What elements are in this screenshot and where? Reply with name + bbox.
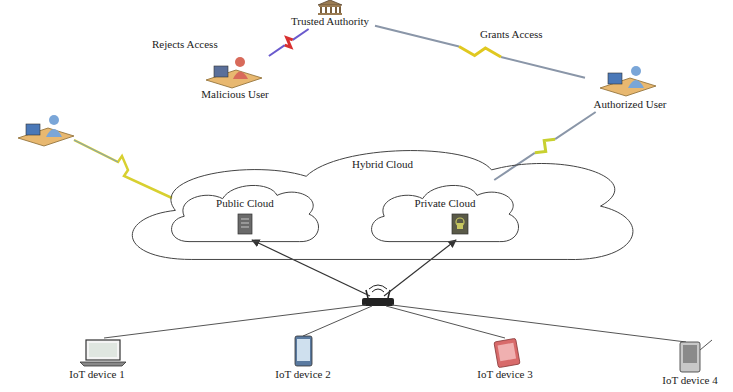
cloud-node: Public Cloud xyxy=(165,180,325,246)
node-label: Private Cloud xyxy=(415,197,476,210)
node-label: IoT device 3 xyxy=(477,368,532,381)
device-wire xyxy=(104,305,686,342)
cloud-node: Private Cloud xyxy=(365,180,525,246)
lightning-connector xyxy=(494,112,595,180)
user-node: Authorized User xyxy=(585,66,675,112)
locked-document-icon xyxy=(452,214,468,234)
cloud-outline xyxy=(165,180,325,246)
device-node: IoT device 1 xyxy=(62,334,132,384)
device-node: IoT device 2 xyxy=(268,334,338,384)
tablet-icon xyxy=(295,336,312,366)
document-icon xyxy=(238,214,252,234)
authorized-user-icon xyxy=(600,66,656,96)
user-icon xyxy=(18,115,74,146)
edge-label: Grants Access xyxy=(478,28,545,41)
laptop-icon xyxy=(80,340,126,366)
authority-node: Trusted Authority xyxy=(285,0,375,29)
cloud-shape xyxy=(172,185,319,241)
building-icon xyxy=(318,0,342,15)
node-label: IoT device 1 xyxy=(69,368,124,381)
cloud-shape xyxy=(372,185,519,241)
node-label: Trusted Authority xyxy=(291,15,369,28)
lightning-connector xyxy=(269,29,309,56)
node-label: Public Cloud xyxy=(216,197,274,210)
router-upload-arrow xyxy=(252,240,456,296)
node-label: Authorized User xyxy=(593,98,666,111)
device-node: IoT device 3 xyxy=(470,334,540,384)
device-node: IoT device 4 xyxy=(655,340,725,389)
cloud-shape xyxy=(132,151,633,260)
router-icon xyxy=(362,285,394,306)
phone-icon xyxy=(494,338,520,367)
node-label: Hybrid Cloud xyxy=(352,158,413,171)
edge-label: Rejects Access xyxy=(150,38,220,51)
node-label: Malicious User xyxy=(201,88,269,101)
user-node: Malicious User xyxy=(190,56,280,102)
malicious-user-icon xyxy=(206,57,262,88)
handheld-icon xyxy=(680,340,712,372)
lightning-link xyxy=(74,140,172,198)
node-label: IoT device 2 xyxy=(275,368,330,381)
lightning-connector xyxy=(375,26,585,78)
node-label: IoT device 4 xyxy=(662,374,717,387)
cloud-outline xyxy=(365,180,525,246)
cloud-region: Hybrid CloudPublic Cloud Private Cloud xyxy=(110,140,655,268)
